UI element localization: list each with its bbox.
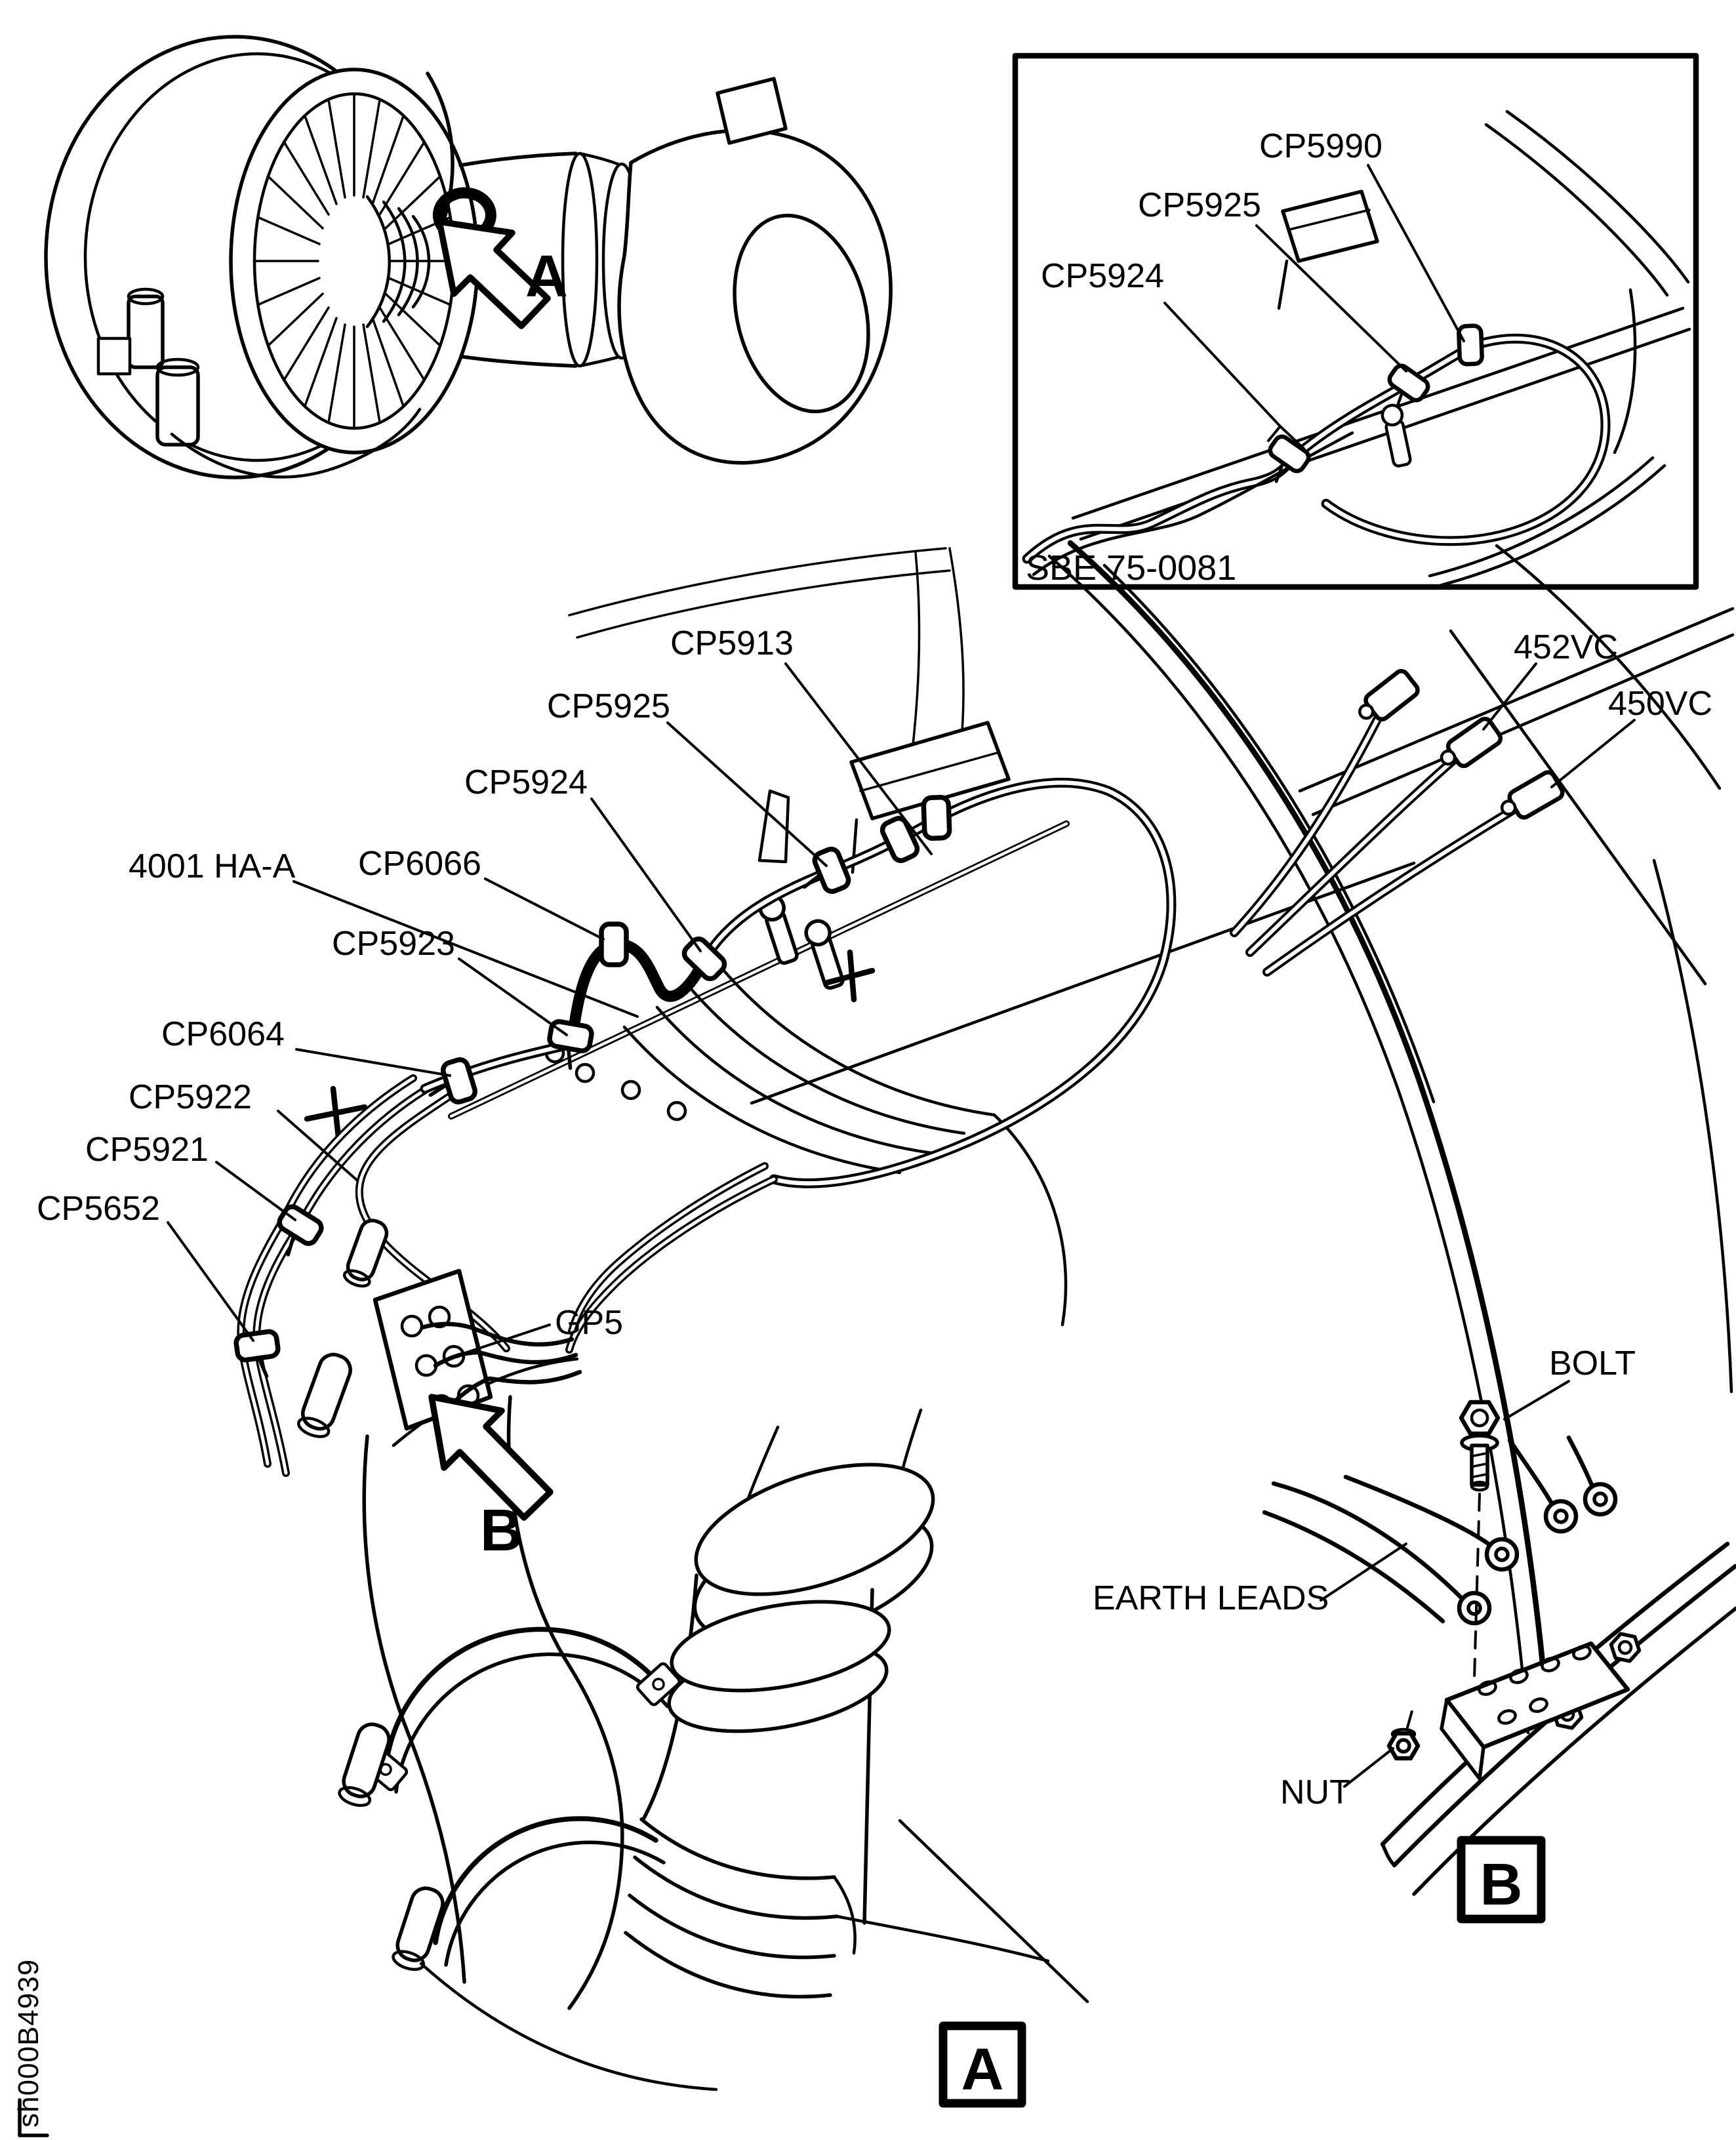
inset-leader-cp5924 <box>1163 302 1305 450</box>
leader-cp5921 <box>215 1161 296 1221</box>
sheet-code: sh000B4939 <box>12 1959 49 2137</box>
ring-terminal <box>1484 1537 1520 1572</box>
svg-text:B: B <box>1480 1852 1523 1918</box>
label-nut: NUT <box>1280 1773 1350 1811</box>
detail-b: BOLT EARTH LEADS NUT B <box>1093 1344 1736 1924</box>
ring-terminal <box>1543 1499 1579 1534</box>
view-a-arrow-label: A <box>525 244 568 310</box>
nut <box>1386 1727 1421 1761</box>
leader-cp5925-main <box>666 721 828 867</box>
harness-hook <box>432 187 496 242</box>
clip-cp5924-main <box>681 937 727 987</box>
label-bolt: BOLT <box>1549 1344 1636 1383</box>
clevis-pin <box>804 919 845 990</box>
bolt-axis <box>1473 1493 1481 1680</box>
main-view: CP5913 CP5925 CP5924 4001 HA-A CP6066 CP… <box>37 540 1735 2108</box>
label-cp6066: CP6066 <box>358 845 481 883</box>
fan-spokes <box>254 92 454 430</box>
clip-cp5925-main <box>802 847 851 894</box>
label-cp5652: CP5652 <box>37 1190 160 1228</box>
rail-nut <box>1609 1632 1642 1663</box>
connector <box>1358 669 1420 721</box>
ring-terminal <box>1583 1482 1618 1517</box>
label-earth-leads: EARTH LEADS <box>1093 1579 1329 1617</box>
view-b-marker: B <box>1457 1836 1546 1924</box>
view-a-marker: A <box>939 2021 1026 2108</box>
detail-b-arrow-label: B <box>480 1498 523 1564</box>
inset-label-cp5990: CP5990 <box>1259 127 1383 165</box>
gearbox-bolts <box>544 1043 687 1121</box>
inset-clevis-pin <box>1381 403 1412 468</box>
leader-450vc <box>1550 719 1636 788</box>
leader-cp5913 <box>784 662 933 855</box>
clip-cp5913-a <box>879 816 920 863</box>
harness-4001haa <box>237 778 1177 1477</box>
inset-clip-cp5990 <box>1457 323 1484 367</box>
svg-text:A: A <box>961 2037 1004 2103</box>
clip-cp6066 <box>599 921 629 967</box>
leader-cp5922 <box>277 1110 359 1182</box>
overview-engine: A <box>44 35 893 479</box>
leader-452vc <box>1482 662 1537 731</box>
detail-b-arrow <box>428 1394 554 1521</box>
clip-cp5913-b <box>921 795 952 841</box>
bolt <box>1459 1400 1501 1492</box>
label-cp5924-main: CP5924 <box>464 763 588 801</box>
ring-terminal <box>1457 1590 1492 1626</box>
label-cp5922: CP5922 <box>129 1078 252 1116</box>
clip-cp6064 <box>428 1057 477 1104</box>
vc-cables <box>1230 669 1565 977</box>
leader-cp6064 <box>295 1048 451 1077</box>
inset-label-cp5924: CP5924 <box>1041 257 1164 295</box>
inset-clip-cp5924 <box>1268 434 1311 483</box>
inset-leader-cp5990 <box>1367 164 1465 342</box>
compressor-coil <box>365 195 431 329</box>
clip-cp5652 <box>233 1329 281 1379</box>
leader-earth-leads <box>1320 1543 1407 1602</box>
label-cp5921: CP5921 <box>85 1131 209 1169</box>
label-cp6064: CP6064 <box>161 1015 285 1053</box>
leader-gp5 <box>466 1323 551 1354</box>
inset-detail-sbe: CP5990 CP5925 CP5924 SBE 75-0081 <box>1012 52 1699 590</box>
label-4001haa: 4001 HA-A <box>129 847 296 885</box>
leader-bolt <box>1503 1380 1570 1421</box>
label-cp5925-main: CP5925 <box>547 687 670 725</box>
view-a-arrow <box>436 218 551 329</box>
leader-4001haa <box>293 880 639 1018</box>
label-gp5: GP5 <box>555 1304 623 1342</box>
leader-cp5652 <box>167 1221 254 1342</box>
connector-452vc <box>1440 716 1503 769</box>
label-450vc: 450VC <box>1608 685 1712 723</box>
sheet-code-text: sh000B4939 <box>12 1959 45 2128</box>
leader-cp6066 <box>484 878 605 940</box>
label-452vc: 452VC <box>1514 628 1618 666</box>
label-cp5913: CP5913 <box>670 624 794 662</box>
label-cp5923: CP5923 <box>332 925 455 963</box>
inset-leader-cp5925 <box>1255 224 1407 373</box>
leader-cp5923 <box>458 958 568 1036</box>
leader-cp5924-main <box>590 797 702 952</box>
inset-caption: SBE 75-0081 <box>1026 548 1236 588</box>
inset-label-cp5925: CP5925 <box>1138 186 1261 224</box>
leader-nut <box>1343 1747 1394 1788</box>
